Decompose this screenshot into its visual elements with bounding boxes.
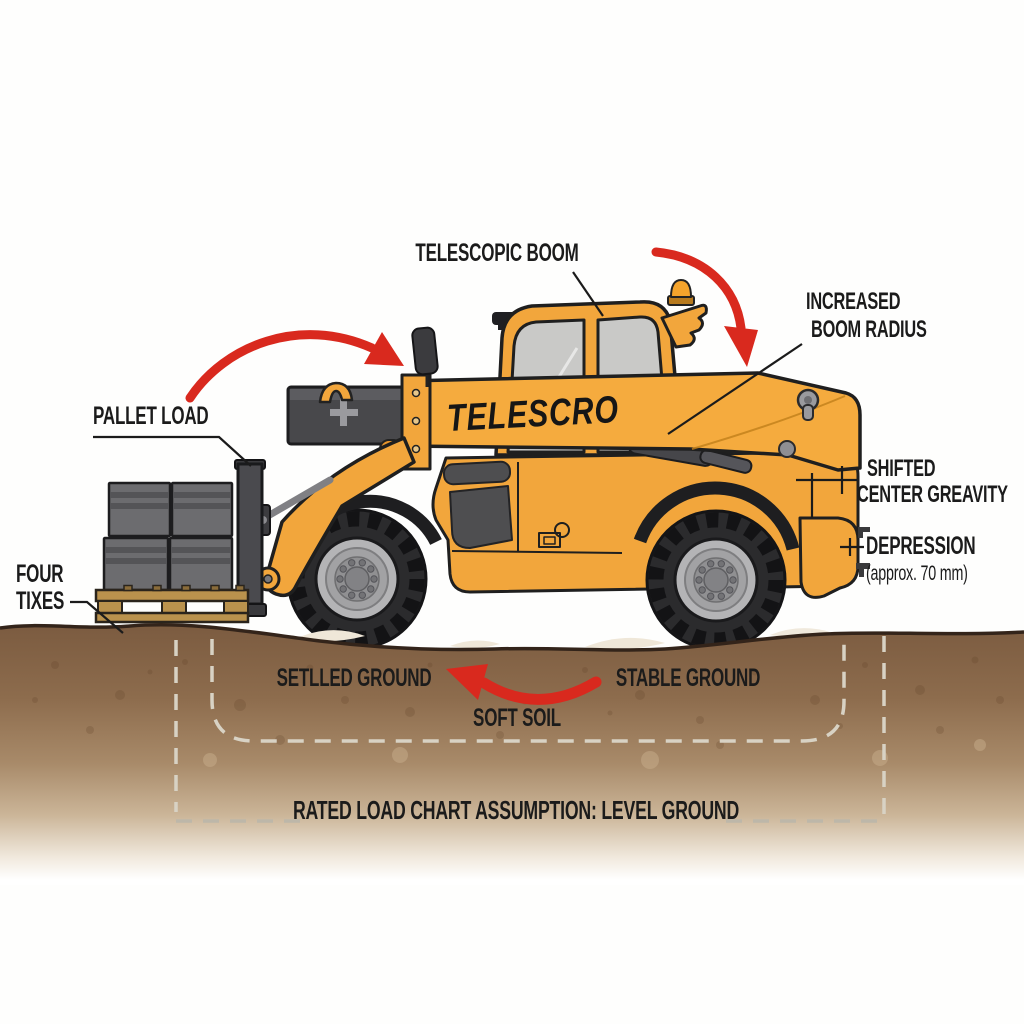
leader-boom-radius bbox=[667, 343, 803, 435]
pallet-load-graphic bbox=[94, 481, 250, 624]
wooden-pallet bbox=[94, 588, 250, 624]
ground-zone-outlines bbox=[174, 636, 886, 823]
label-depression: DEPRESSION (approx. 70 mm) bbox=[866, 532, 976, 586]
label-increased-boom-radius: INCREASED BOOM RADIUS bbox=[806, 288, 927, 343]
label-soft-soil: SOFT SOIL bbox=[473, 704, 561, 732]
label-telescopic-boom: TELESCOPIC BOOM bbox=[415, 239, 579, 267]
leader-pallet-load bbox=[93, 435, 252, 467]
arrow-soil-settle bbox=[446, 664, 602, 705]
leader-lines bbox=[70, 271, 864, 634]
soil-speckles bbox=[32, 656, 1004, 749]
rear-fender bbox=[633, 481, 800, 551]
ground-surface-line bbox=[0, 623, 1024, 652]
cargo-boxes bbox=[102, 481, 234, 592]
rear-wheel bbox=[647, 511, 785, 649]
center-gravity-marker bbox=[796, 466, 857, 518]
label-shifted-center-gravity: SHIFTED CENTER GREAVITY bbox=[857, 455, 1008, 508]
telehandler-graphic bbox=[231, 279, 870, 649]
boom-hook bbox=[318, 381, 354, 404]
side-mirror bbox=[411, 326, 439, 376]
depression-marker bbox=[840, 538, 864, 556]
red-arrows bbox=[185, 247, 758, 705]
label-four-tixes: FOUR TIXES bbox=[16, 560, 65, 615]
label-setlled-ground: SETLLED GROUND bbox=[276, 664, 432, 692]
leader-telescopic-boom bbox=[572, 271, 604, 317]
beacon-light bbox=[670, 279, 692, 298]
soil-ground bbox=[0, 623, 1024, 885]
arrow-boom-extend bbox=[185, 330, 404, 403]
label-stable-ground: STABLE GROUND bbox=[615, 664, 761, 692]
leader-four-tixes bbox=[70, 600, 124, 634]
arrow-boom-radius bbox=[651, 247, 758, 367]
label-rated-load-caption: RATED LOAD CHART ASSUMPTION: LEVEL GROUN… bbox=[292, 795, 740, 825]
telescopic-boom-graphic bbox=[286, 326, 862, 472]
label-pallet-load: PALLET LOAD bbox=[93, 402, 209, 430]
hitch-pin-lower bbox=[856, 563, 870, 577]
counterweight bbox=[798, 516, 870, 599]
hitch-pin-upper bbox=[858, 527, 870, 538]
